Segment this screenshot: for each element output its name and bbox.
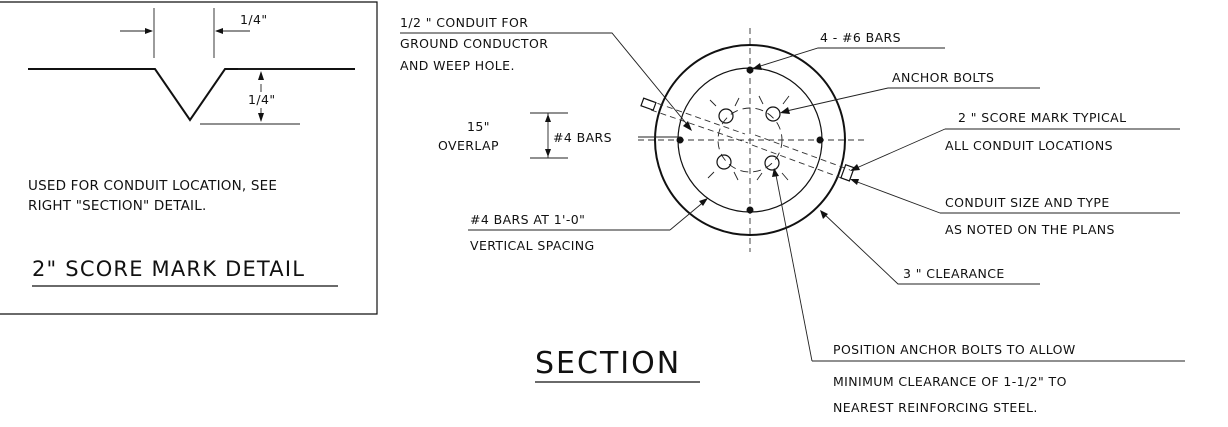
outer-foundation-circle bbox=[654, 44, 846, 236]
bar-6-top bbox=[746, 66, 754, 74]
arrow-conduit-ground bbox=[683, 121, 692, 131]
leader-clearance bbox=[821, 211, 1040, 285]
leader-conduit-size bbox=[851, 179, 941, 214]
anchor-bolt-lower-left bbox=[716, 154, 732, 170]
leader-anchor-bolts bbox=[781, 87, 1040, 113]
label-bars-6: 4 - #6 BARS bbox=[820, 30, 901, 45]
label-score-mark-line2: ALL CONDUIT LOCATIONS bbox=[945, 138, 1113, 153]
arrow-position-anchor bbox=[772, 168, 779, 177]
ground-conduit-lower-edge bbox=[650, 109, 749, 144]
label-clearance: 3 " CLEARANCE bbox=[903, 266, 1005, 281]
arrow-anchor-bolts bbox=[780, 107, 790, 114]
label-overlap-value: 15" bbox=[467, 119, 490, 134]
main-conduit-upper-edge bbox=[754, 134, 851, 171]
score-mark-detail-panel: 1/4" 1/4" USED FOR CONDUIT LOCATION, SEE… bbox=[0, 1, 378, 315]
bar-6-left bbox=[676, 136, 684, 144]
arrow-bars-6 bbox=[752, 63, 762, 70]
label-position-line1: POSITION ANCHOR BOLTS TO ALLOW bbox=[833, 342, 1076, 357]
anchor-bolt-circle bbox=[717, 107, 783, 173]
label-spacing-line2: VERTICAL SPACING bbox=[470, 238, 595, 253]
label-position-line2: MINIMUM CLEARANCE OF 1-1/2" TO bbox=[833, 374, 1067, 389]
leader-bars-6 bbox=[753, 47, 945, 69]
ground-conduit-upper-edge bbox=[647, 99, 746, 135]
label-conduit-ground-line3: AND WEEP HOLE. bbox=[400, 58, 515, 73]
label-score-mark-line1: 2 " SCORE MARK TYPICAL bbox=[958, 110, 1126, 125]
label-anchor-bolts: ANCHOR BOLTS bbox=[892, 70, 994, 85]
label-position-line3: NEAREST REINFORCING STEEL. bbox=[833, 400, 1038, 415]
leader-conduit-ground bbox=[400, 32, 691, 129]
anchor-bolt-ticks bbox=[707, 95, 790, 181]
label-conduit-size-line1: CONDUIT SIZE AND TYPE bbox=[945, 195, 1110, 210]
detail-note-line1: USED FOR CONDUIT LOCATION, SEE bbox=[28, 178, 277, 194]
overlap-arrow-bottom bbox=[545, 149, 551, 157]
main-conduit-end bbox=[840, 163, 855, 182]
section-title: SECTION bbox=[535, 346, 681, 381]
overlap-arrow-top bbox=[545, 114, 551, 122]
width-dim-arrowhead-right bbox=[215, 28, 223, 34]
anchor-bolts-group bbox=[707, 95, 790, 181]
width-dim-label: 1/4" bbox=[240, 12, 267, 27]
leader-spacing bbox=[669, 199, 707, 231]
arrow-spacing bbox=[699, 198, 708, 206]
label-bars-4: #4 BARS bbox=[553, 130, 612, 145]
detail-note-line2: RIGHT "SECTION" DETAIL. bbox=[28, 198, 206, 214]
leader-position-anchor bbox=[774, 169, 813, 362]
depth-dim-label: 1/4" bbox=[248, 92, 275, 107]
bar-6-right bbox=[816, 136, 824, 144]
conduits-group bbox=[640, 97, 855, 182]
label-conduit-ground-line1: 1/2 " CONDUIT FOR bbox=[400, 15, 528, 30]
arrow-conduit-size bbox=[850, 179, 859, 185]
label-conduit-ground-line2: GROUND CONDUCTOR bbox=[400, 36, 548, 51]
label-spacing-line1: #4 BARS AT 1'-0" bbox=[470, 212, 585, 227]
anchor-bolt-upper-right bbox=[765, 106, 781, 122]
ground-conduit-end bbox=[640, 97, 657, 111]
anchor-bolt-upper-left bbox=[718, 108, 734, 124]
detail-title: 2" SCORE MARK DETAIL bbox=[32, 257, 305, 281]
score-v-profile bbox=[28, 68, 355, 122]
label-overlap: OVERLAP bbox=[438, 138, 499, 153]
leader-score-mark bbox=[851, 128, 946, 171]
depth-dim-arrowhead-top bbox=[258, 71, 264, 80]
section-view: 1/2 " CONDUIT FOR GROUND CONDUCTOR AND W… bbox=[400, 15, 1185, 415]
width-dim-arrowhead-left bbox=[145, 28, 153, 34]
anchor-bolt-lower-right bbox=[764, 155, 780, 171]
main-conduit-lower-edge bbox=[751, 144, 848, 181]
arrow-score-mark bbox=[850, 164, 860, 171]
depth-dim-arrowhead-bottom bbox=[258, 113, 264, 122]
arrow-clearance bbox=[820, 210, 828, 219]
bar-6-bottom bbox=[746, 206, 754, 214]
detail-panel-border bbox=[0, 1, 378, 315]
label-conduit-size-line2: AS NOTED ON THE PLANS bbox=[945, 222, 1115, 237]
